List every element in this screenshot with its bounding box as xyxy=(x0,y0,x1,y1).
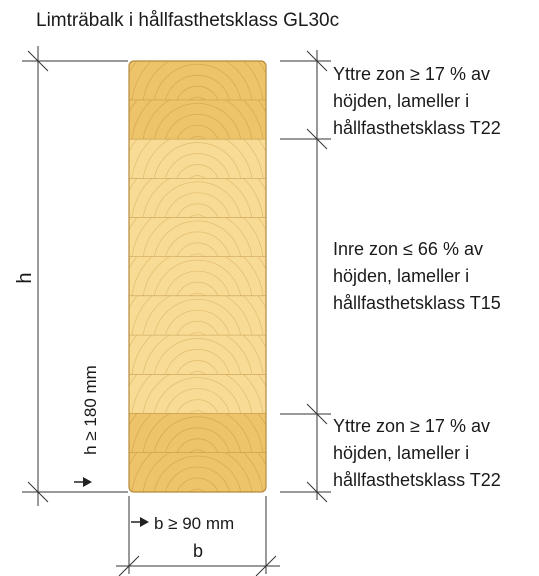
inner-lamella xyxy=(129,178,266,219)
min-width-arrow xyxy=(131,517,149,527)
svg-text:hållfasthetsklass T22: hållfasthetsklass T22 xyxy=(333,118,501,138)
min-width-label: b ≥ 90 mm xyxy=(154,514,234,533)
beam-cross-section xyxy=(129,61,266,492)
svg-text:hållfasthetsklass T22: hållfasthetsklass T22 xyxy=(333,470,501,490)
inner-lamella xyxy=(129,256,266,297)
inner-lamella xyxy=(129,374,266,415)
width-label: b xyxy=(193,541,203,561)
beam-outline xyxy=(128,60,267,493)
height-dimension xyxy=(22,46,128,506)
svg-text:höjden, lameller i: höjden, lameller i xyxy=(333,266,469,286)
height-label: h xyxy=(14,272,36,283)
svg-text:höjden, lameller i: höjden, lameller i xyxy=(333,91,469,111)
min-height-arrow xyxy=(74,477,92,487)
outer-lamella xyxy=(129,413,266,454)
svg-text:Inre zon ≤ 66 % av: Inre zon ≤ 66 % av xyxy=(333,239,483,259)
outer-lamella xyxy=(129,452,266,492)
svg-text:Yttre zon ≥ 17 % av: Yttre zon ≥ 17 % av xyxy=(333,416,490,436)
min-height-label: h ≥ 180 mm xyxy=(81,365,100,455)
inner-lamella xyxy=(129,139,266,179)
width-dimension xyxy=(116,496,280,576)
diagram-title: Limträbalk i hållfasthetsklass GL30c xyxy=(36,10,339,31)
zone-dimension xyxy=(280,50,331,503)
zone-inner-text: Inre zon ≤ 66 % av höjden, lameller i hå… xyxy=(333,239,501,313)
zone-outer-bottom-text: Yttre zon ≥ 17 % av höjden, lameller i h… xyxy=(333,416,501,490)
inner-lamella xyxy=(129,335,266,375)
svg-text:Yttre zon ≥ 17 % av: Yttre zon ≥ 17 % av xyxy=(333,64,490,84)
zone-outer-top-text: Yttre zon ≥ 17 % av höjden, lameller i h… xyxy=(333,64,501,138)
svg-text:höjden, lameller i: höjden, lameller i xyxy=(333,443,469,463)
svg-text:hållfasthetsklass T15: hållfasthetsklass T15 xyxy=(333,293,501,313)
